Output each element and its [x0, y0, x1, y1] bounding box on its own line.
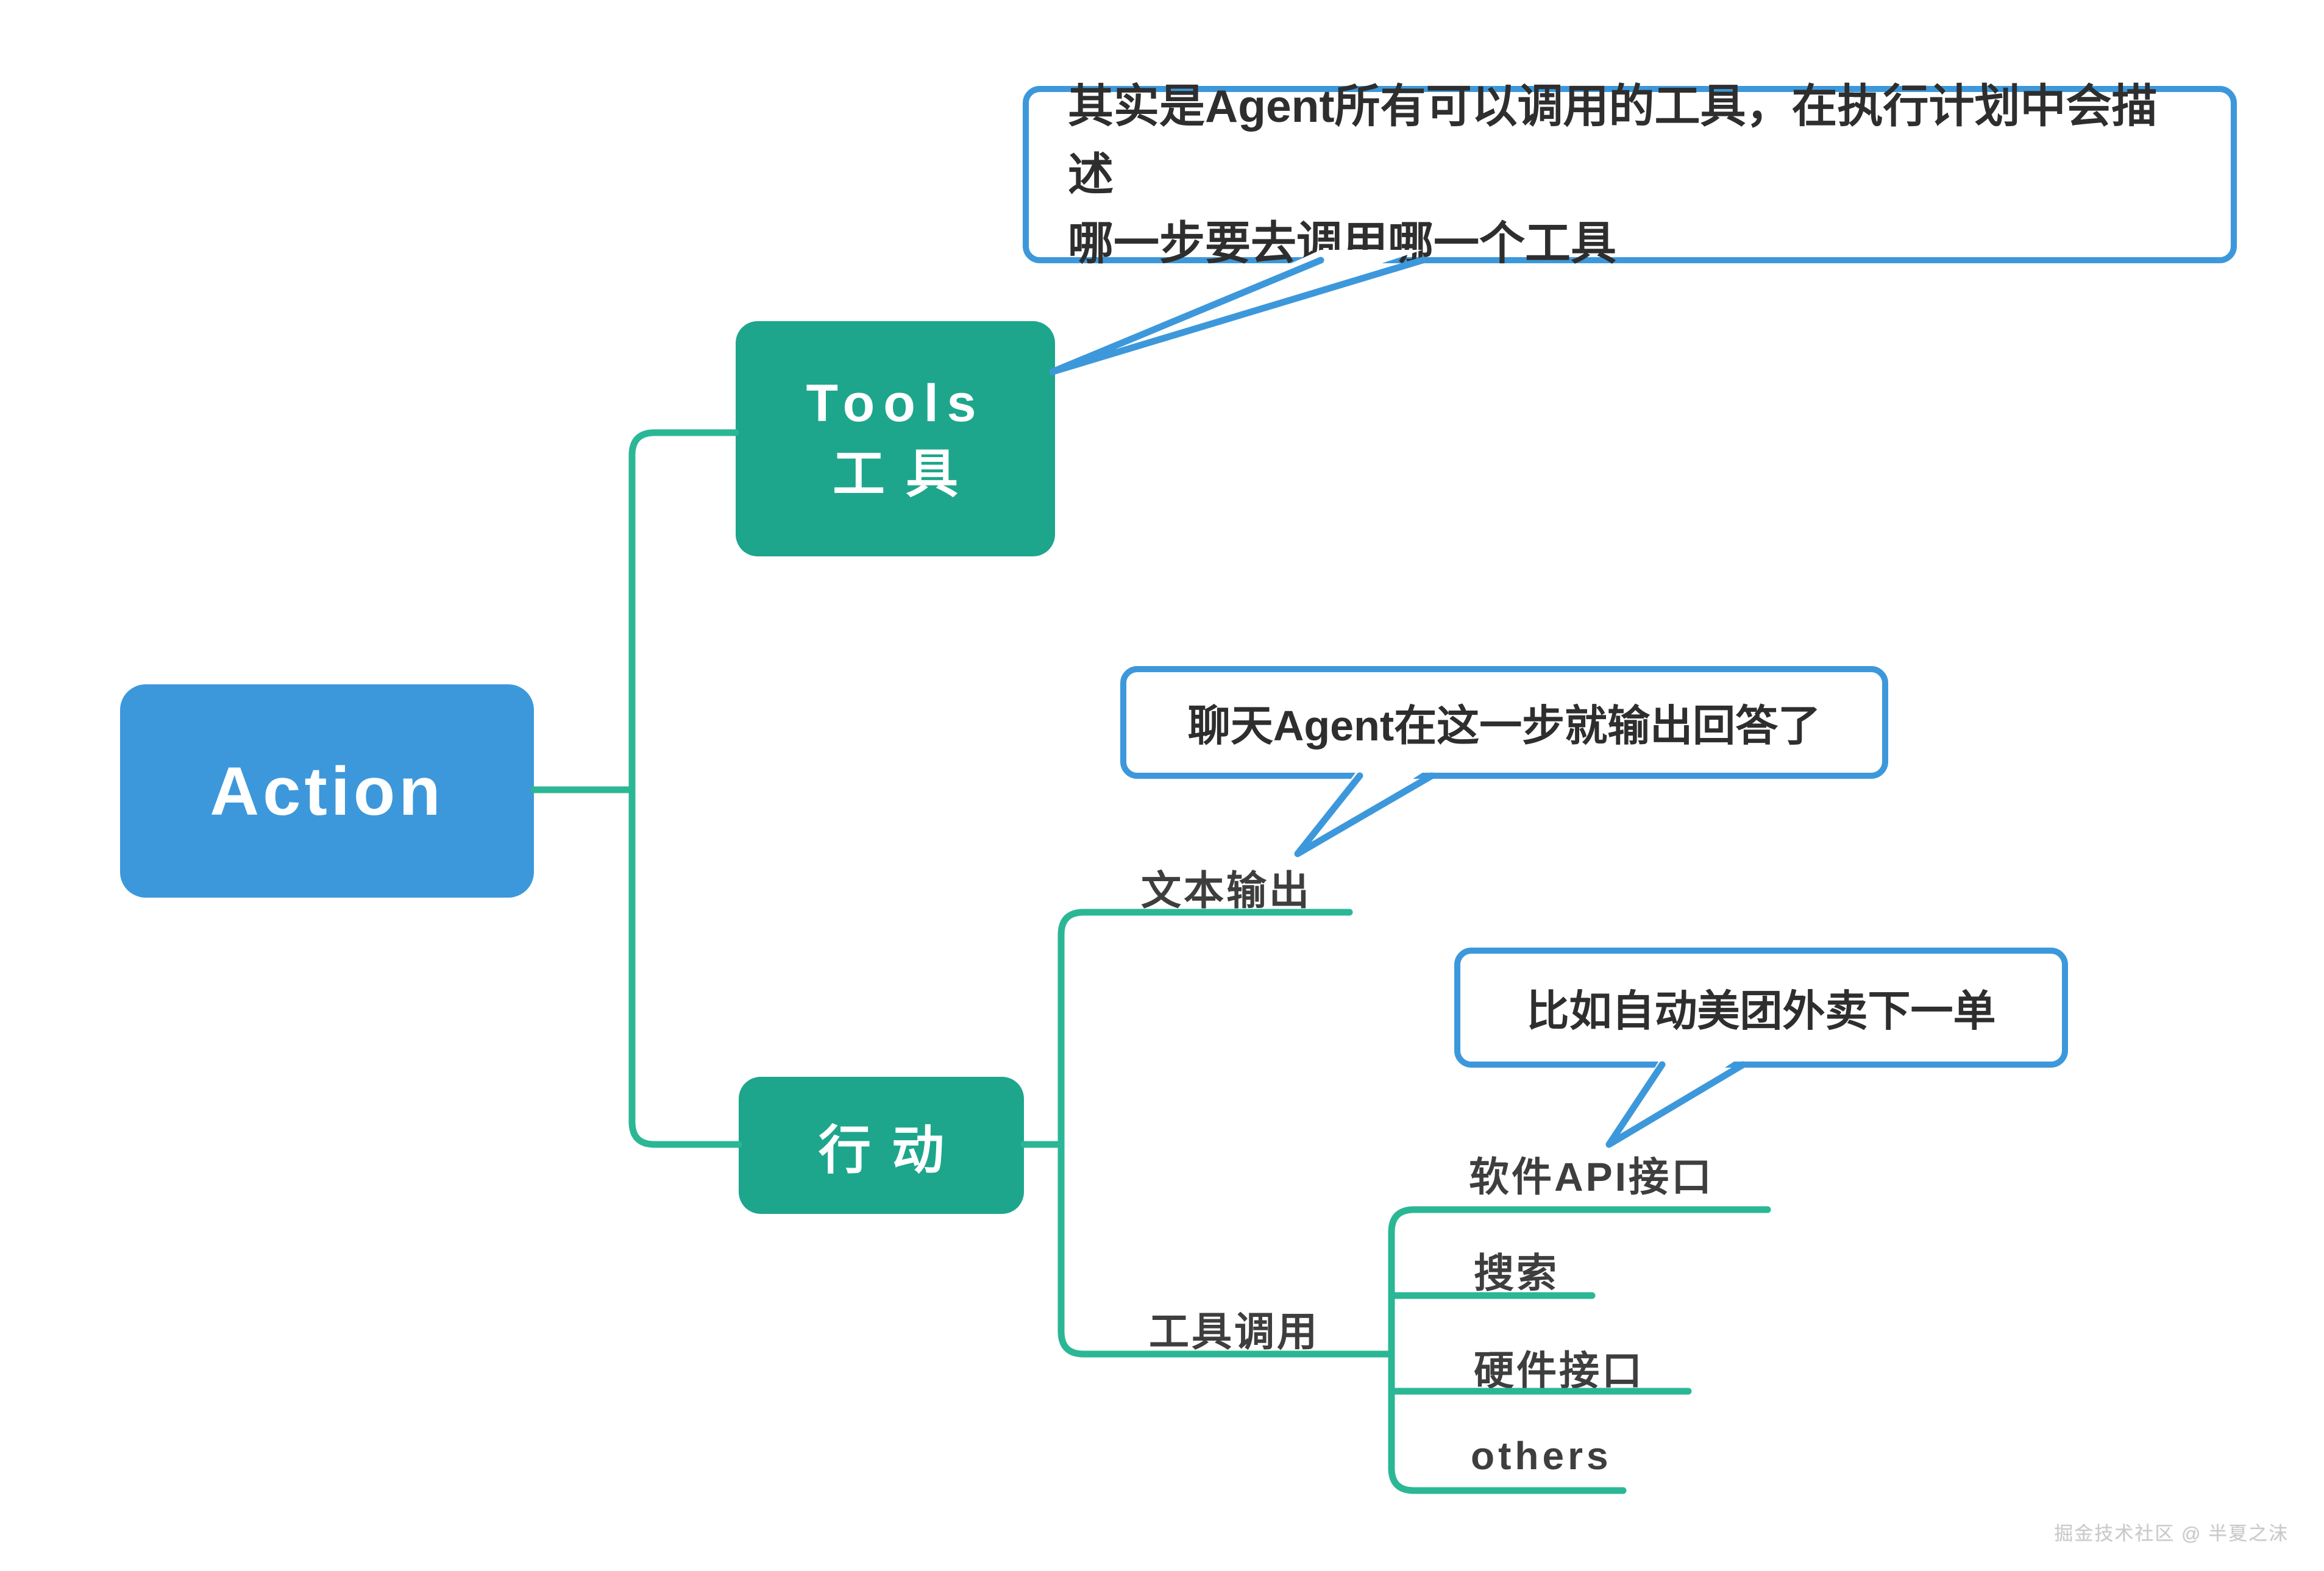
leaf-hardware[interactable]: 硬件接口	[1474, 1348, 1644, 1393]
callout-tool-call-tail	[1605, 1061, 1747, 1148]
callout-tool-call-text: 比如自动美团外卖下一单	[1526, 987, 1996, 1035]
callout-tools-bubble[interactable]: 其实是Agent所有可以调用的工具，在执行计划中会描述 哪一步要去调用哪一个工具	[1023, 80, 2237, 269]
callout-text-output-tail	[1294, 772, 1435, 857]
leaf-search[interactable]: 搜索	[1474, 1250, 1559, 1296]
connector-sub-trunk	[1057, 909, 1395, 1358]
callout-tools-line1: 其实是Agent所有可以调用的工具，在执行计划中会描述	[1068, 80, 2158, 200]
leaf-software-api[interactable]: 软件API接口	[1469, 1154, 1715, 1199]
watermark: 掘金技术社区 @ 半夏之沫	[2054, 1523, 2289, 1544]
node-tools-label-en: Tools	[806, 374, 985, 433]
branch-text-output[interactable]: 文本输出	[1141, 868, 1312, 913]
callout-text-output-bubble[interactable]: 聊天Agent在这一步就输出回答了	[1120, 666, 1888, 779]
callout-tools-line2: 哪一步要去调用哪一个工具	[1068, 217, 1617, 269]
callout-text-output-text: 聊天Agent在这一步就输出回答了	[1187, 702, 1821, 750]
leaf-others[interactable]: others	[1471, 1434, 1612, 1478]
branch-tool-call[interactable]: 工具调用	[1149, 1309, 1320, 1354]
callout-tool-call-bubble[interactable]: 比如自动美团外卖下一单	[1454, 948, 2068, 1068]
callout-text-output-tail-mask	[1298, 767, 1432, 854]
root-node-action[interactable]: Action	[120, 684, 534, 898]
callout-tool-call-tail-mask	[1609, 1055, 1743, 1144]
node-xingdong-label: 行动	[819, 1121, 965, 1180]
node-tools-label-zh: 工具	[833, 445, 979, 503]
node-xingdong[interactable]: 行动	[739, 1077, 1024, 1214]
node-tools[interactable]: Tools 工具	[736, 321, 1055, 556]
root-node-label: Action	[210, 753, 444, 829]
connector-main-trunk	[628, 429, 742, 1148]
